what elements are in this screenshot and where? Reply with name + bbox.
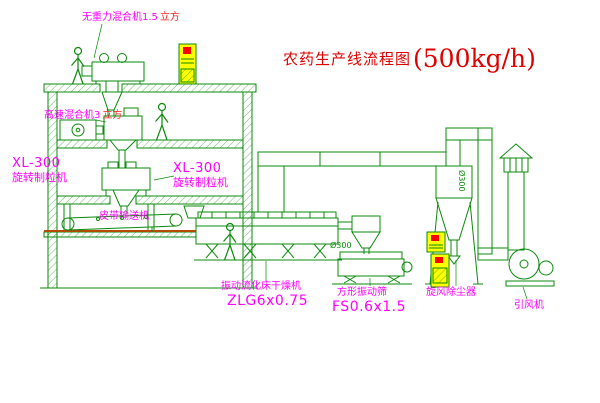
high-speed-mixer-unit: 立方 [102,110,123,121]
control-cabinet-right-lower [430,253,450,288]
operator-figure-floor2 [154,102,169,141]
indicator-light [183,47,191,54]
gravity-free-mixer-unit: 立方 [159,12,180,23]
granulator-mid-model: XL-300 [173,161,222,176]
indicator-light [435,257,443,263]
label-sieve-model: FS0.6x1.5 [332,299,407,315]
label-belt-conveyor: 皮带输送机 [99,211,149,222]
label-granulator-left: XL-300 旋转制粒机 [12,156,67,185]
gravity-free-mixer [81,53,145,116]
high-speed-mixer [103,107,143,168]
indicator-light [431,235,439,241]
leader-lines [93,23,528,300]
cyclone-separator [425,127,509,285]
gravity-free-mixer-name: 无重力混合机1.5 [82,12,158,23]
label-cyclone: 旋风除尘器 [426,287,476,298]
granulator-left-name: 旋转制粒机 [12,170,67,184]
label-dryer-name: 振动流化床干燥机 [221,281,301,292]
dim-pipe-diameter: Ø300 [457,170,466,192]
exhaust-duct [257,151,447,213]
granulator-mid-name: 旋转制粒机 [173,175,228,189]
diagram-title: 农药生产线流程图 (500kg/h) [283,44,536,73]
granulator-left-model: XL-300 [12,156,61,171]
label-dryer-model: ZLG6x0.75 [227,293,309,309]
rotary-granulator [101,161,151,214]
label-sieve-name: 方形振动筛 [337,287,387,298]
title-capacity: (500kg/h) [413,44,536,73]
auxiliary-unit [59,119,104,141]
high-speed-mixer-name: 高速混合机3 [44,110,101,121]
control-cabinet-right-upper [426,231,446,253]
operator-figure-ground [222,222,237,261]
fluid-bed-dryer [183,205,342,261]
building-structure [40,83,258,289]
induced-draft-fan [505,248,555,287]
vibrating-sieve [332,251,413,285]
exhaust-stack [498,143,534,251]
label-granulator-mid: XL-300 旋转制粒机 [173,161,228,190]
dim-feed-diameter: Ø300 [330,241,352,250]
belt-conveyor [61,213,183,232]
title-text: 农药生产线流程图 [283,50,412,68]
label-fan: 引风机 [514,300,544,311]
control-cabinet-top [178,43,197,85]
feed-hopper [338,215,381,254]
